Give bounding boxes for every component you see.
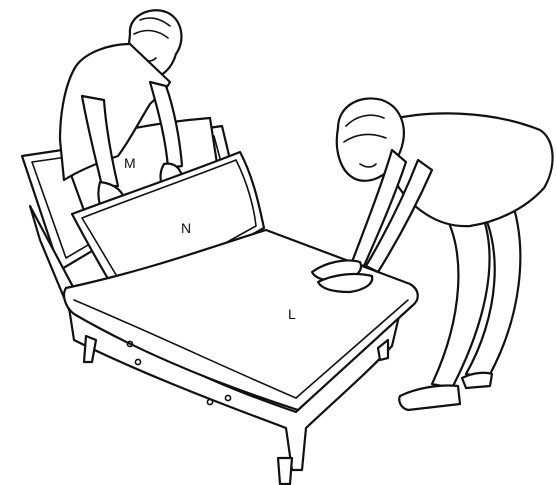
- label-seat-l: L: [288, 307, 296, 321]
- label-backrest-m: M: [124, 156, 136, 170]
- label-cushion-n: N: [181, 221, 191, 235]
